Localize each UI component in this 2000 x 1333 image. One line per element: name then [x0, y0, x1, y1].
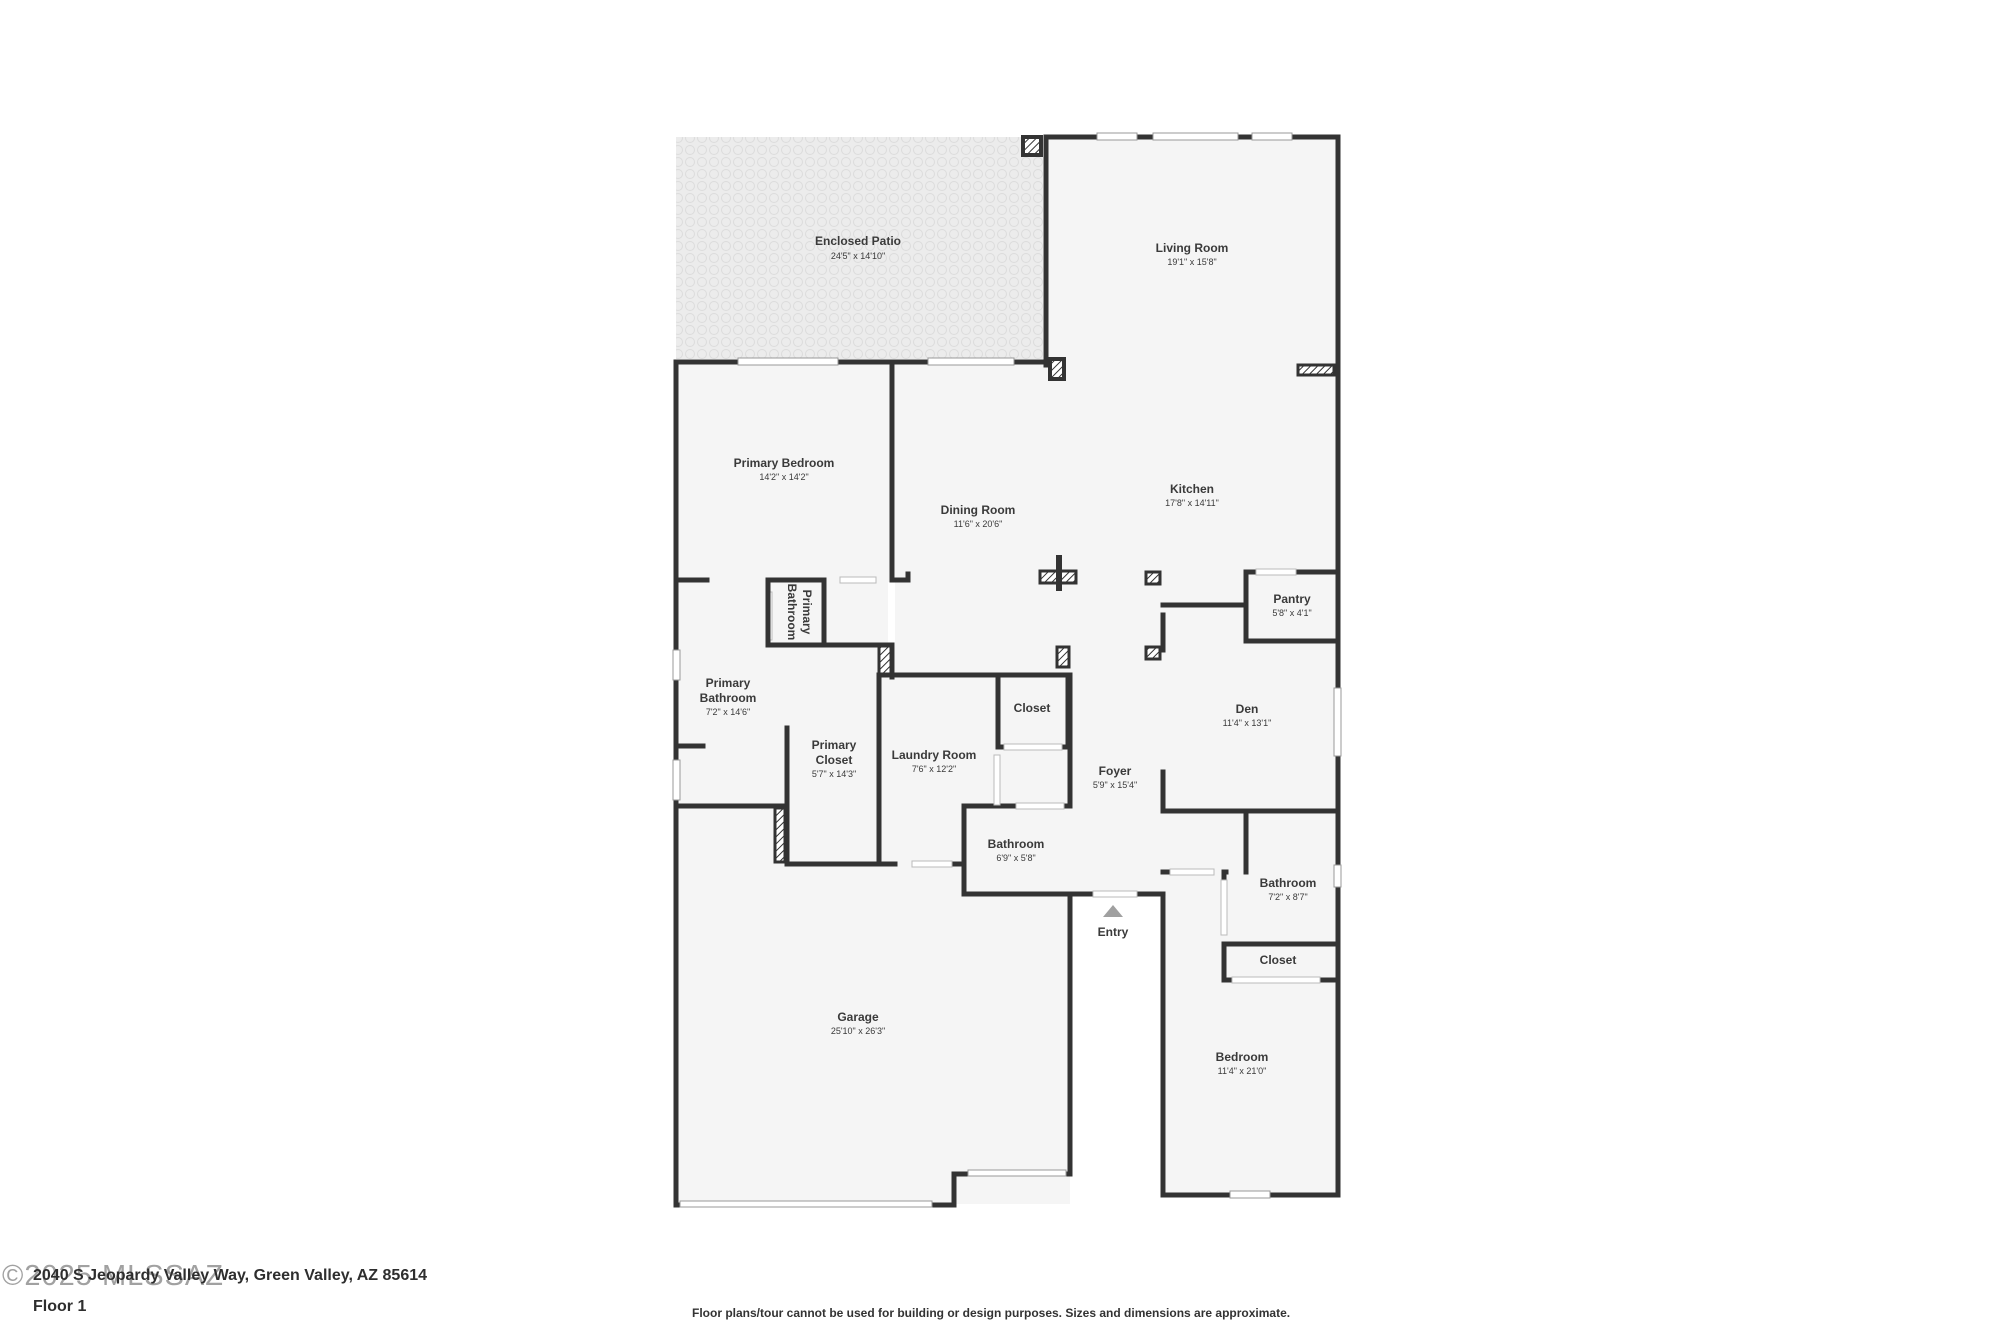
room-name-laundry-room: Laundry Room — [892, 748, 977, 762]
room-name-pantry: Pantry — [1273, 592, 1311, 606]
door-garage — [911, 860, 953, 868]
room-dim-primary-bedroom: 14'2" x 14'2" — [759, 472, 808, 482]
entry-arrow-icon — [1103, 905, 1123, 917]
room-dim-primary-bathroom: 7'2" x 14'6" — [706, 707, 750, 717]
room-dim-dining-room: 11'6" x 20'6" — [954, 519, 1003, 529]
room-name-primary-bathroom-line2: Bathroom — [700, 691, 757, 705]
room-dim-living-room: 19'1" x 15'8" — [1167, 257, 1216, 267]
room-name-enclosed-patio: Enclosed Patio — [815, 234, 901, 248]
column-center-2 — [1056, 555, 1062, 591]
floor-label: Floor 1 — [33, 1298, 87, 1315]
room-name-kitchen: Kitchen — [1170, 482, 1214, 496]
window-living-1 — [1096, 132, 1138, 141]
room-dim-garage: 25'10" x 26'3" — [831, 1026, 885, 1036]
column-foyer — [1055, 645, 1071, 669]
room-dim-bathroom-east: 7'2" x 8'7" — [1268, 892, 1307, 902]
window-den — [1333, 687, 1342, 757]
entry-label: Entry — [1098, 925, 1129, 939]
room-dim-laundry-room: 7'6" x 12'2" — [912, 764, 956, 774]
wall-primary-closet-west — [784, 725, 898, 867]
room-dim-bathroom-hall: 6'9" x 5'8" — [996, 853, 1035, 863]
column-patio — [1021, 135, 1043, 157]
room-name-living-room: Living Room — [1156, 241, 1229, 255]
room-name-primary-closet-line1: Primary — [812, 738, 857, 752]
window-primary-bath-2 — [672, 759, 681, 801]
door-entry — [1092, 890, 1138, 898]
room-name-primary-bathroom-line1: Primary — [706, 676, 751, 690]
window-garage-side — [967, 1169, 1067, 1177]
door-bath-east-2 — [1220, 879, 1228, 936]
room-dim-enclosed-patio: 24'5" x 14'10" — [831, 251, 885, 261]
room-dim-pantry: 5'8" x 4'1" — [1272, 608, 1311, 618]
room-dim-den: 11'4" x 13'1" — [1223, 718, 1272, 728]
window-bath-east — [1333, 864, 1342, 888]
door-closet-bedroom — [1231, 976, 1321, 984]
column-garage — [773, 806, 787, 864]
window-primary-bedroom — [737, 357, 839, 366]
room-labels: Enclosed Patio 24'5" x 14'10" Living Roo… — [700, 234, 1317, 1076]
room-name-closet-bedroom: Closet — [1260, 953, 1297, 967]
column-primary-closet — [877, 644, 893, 676]
floor-areas — [676, 137, 1336, 1204]
wall-pantry-south — [1243, 569, 1341, 644]
room-name-primary-bathroom-wc-line2: Bathroom — [785, 584, 799, 641]
room-dim-bedroom: 11'4" x 21'0" — [1218, 1066, 1267, 1076]
window-living-3 — [1251, 132, 1293, 141]
room-name-primary-closet-line2: Closet — [816, 753, 853, 767]
column-kitchen-1 — [1144, 570, 1162, 586]
room-name-primary-bedroom: Primary Bedroom — [734, 456, 835, 470]
wall-north — [1043, 134, 1341, 1198]
wall-den-south — [1160, 769, 1249, 875]
property-address: 2040 S Jeopardy Valley Way, Green Valley… — [33, 1267, 428, 1284]
room-name-garage: Garage — [837, 1010, 879, 1024]
room-name-bedroom: Bedroom — [1216, 1050, 1269, 1064]
window-dining — [927, 357, 1015, 366]
door-primary-bedroom — [839, 576, 877, 584]
bedroom-floor — [1166, 870, 1336, 1195]
room-name-primary-bathroom-wc-line1: Primary — [800, 590, 814, 635]
door-bath-hall — [1015, 802, 1065, 810]
room-name-bathroom-east: Bathroom — [1260, 876, 1317, 890]
room-dim-primary-closet: 5'7" x 14'3" — [812, 769, 856, 779]
room-name-closet-hall: Closet — [1014, 701, 1051, 715]
column-kitchen-2 — [1144, 645, 1162, 661]
primary-bedroom-floor — [676, 362, 892, 582]
door-pantry — [1255, 568, 1297, 576]
window-bedroom — [1229, 1190, 1271, 1199]
columns — [773, 135, 1336, 864]
enclosed-patio-floor — [676, 137, 1043, 359]
living-area-floor — [1046, 137, 1336, 367]
room-name-dining-room: Dining Room — [941, 503, 1016, 517]
room-dim-foyer: 5'9" x 15'4" — [1093, 780, 1137, 790]
disclaimer-text: Floor plans/tour cannot be used for buil… — [692, 1306, 1291, 1320]
room-name-bathroom-hall: Bathroom — [988, 837, 1045, 851]
column-dining — [1048, 357, 1066, 381]
room-dim-kitchen: 17'8" x 14'11" — [1165, 498, 1219, 508]
window-living-2 — [1152, 132, 1239, 141]
window-primary-bath-1 — [672, 649, 681, 681]
room-label-primary-bathroom-wc: Primary Bathroom — [785, 584, 814, 641]
garage-floor — [676, 808, 1070, 1204]
door-bath-east — [1169, 868, 1215, 876]
window-garage-door — [679, 1200, 933, 1208]
copyright-watermark: ©2025 MLSSAZ — [2, 1260, 224, 1292]
room-name-den: Den — [1236, 702, 1259, 716]
door-laundry — [993, 754, 1001, 806]
windows — [672, 132, 1342, 1208]
column-living-east — [1296, 363, 1336, 377]
room-name-foyer: Foyer — [1099, 764, 1132, 778]
door-hall-closet — [1003, 743, 1063, 751]
wall-primary-bedroom-south-3 — [889, 571, 911, 583]
